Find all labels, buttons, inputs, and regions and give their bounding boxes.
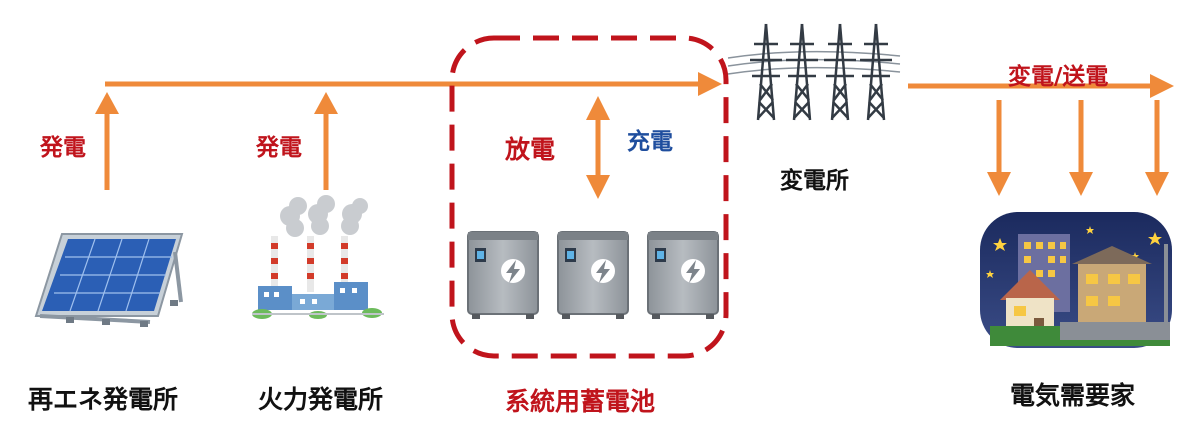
generation-arrow-renewable [95, 92, 119, 190]
transmission-tower-icon [727, 23, 901, 121]
distribution-arrow-1 [987, 100, 1011, 196]
generation-label-thermal: 発電 [256, 135, 302, 161]
consumer-label: 電気需要家 [1010, 381, 1136, 410]
distribution-arrow-2 [1069, 100, 1093, 196]
battery-unit-2 [557, 231, 629, 319]
renewable-plant-label: 再エネ発電所 [28, 385, 179, 414]
substation-label: 変電所 [780, 168, 849, 194]
battery-unit-1 [467, 231, 539, 319]
discharge-label: 放電 [505, 135, 556, 164]
transmission-label: 変電/送電 [1008, 64, 1109, 90]
night-houses-icon [980, 212, 1172, 348]
battery-storage-icon [467, 231, 719, 319]
battery-unit-3 [647, 231, 719, 319]
thermal-plant-label: 火力発電所 [258, 385, 384, 414]
charge-discharge-arrow [586, 96, 610, 199]
main-power-line [105, 72, 722, 96]
transmission-line [908, 74, 1174, 98]
distribution-arrow-3 [1145, 100, 1169, 196]
generation-arrow-thermal [314, 92, 338, 190]
solar-panel-icon [34, 233, 184, 327]
grid-battery-highlight-box [449, 35, 729, 359]
thermal-power-plant-icon [252, 195, 384, 319]
grid-battery-label: 系統用蓄電池 [505, 387, 656, 416]
generation-label-renewable: 発電 [40, 135, 86, 161]
charge-label: 充電 [627, 129, 673, 155]
